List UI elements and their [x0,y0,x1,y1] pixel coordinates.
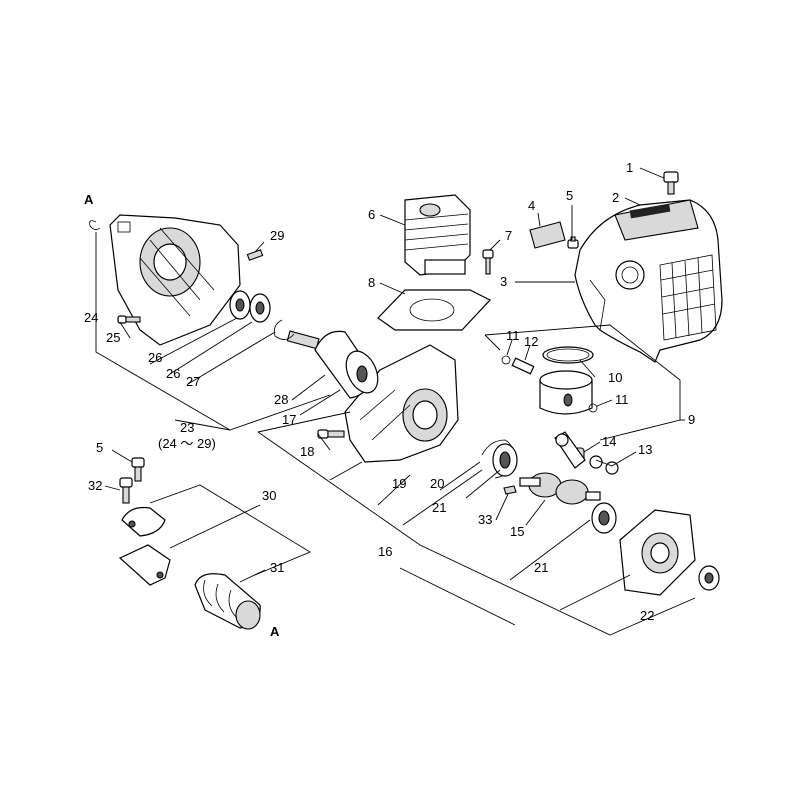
callout-8: 8 [368,275,375,290]
callout-6: 6 [368,207,375,222]
part-30-clamp-lower [118,544,171,586]
reference-a-top: A [84,192,94,207]
part-18-bolt [317,429,345,439]
part-27-circlip [273,319,295,340]
callout-16: 16 [378,544,392,559]
part-31-intake-boot [194,573,261,630]
callout-12: 12 [524,334,538,349]
part-1-screw [663,171,679,195]
callout-24: 24 [84,310,98,325]
callout-11a: 11 [506,328,520,343]
callout-23: 23 [180,420,194,435]
callout-4: 4 [528,198,535,213]
part-2-3-engine-cover [574,199,723,363]
part-32-screw [119,477,133,504]
part-12-piston-pin [511,357,535,375]
part-10-piston-ring [542,346,594,364]
callout-14: 14 [602,434,616,449]
part-6-cylinder [404,194,471,276]
leader-lines [95,167,696,636]
callout-labels: 1 2 3 4 5 6 7 8 9 10 11 11 12 13 14 15 1… [84,160,695,639]
part-29-pin [246,249,264,261]
callout-15: 15 [510,524,524,539]
callout-19: 19 [392,476,406,491]
part-28-flywheel [286,330,379,399]
callout-27: 27 [186,374,200,389]
reference-a-bottom: A [270,624,280,639]
callout-20: 20 [430,476,444,491]
part-11-clip-b [588,403,598,413]
part-5-screw-lower [131,457,145,482]
callout-33: 33 [478,512,492,527]
callout-10: 10 [608,370,622,385]
part-17-crankcase [344,344,459,463]
callout-26a: 26 [148,350,162,365]
part-26-bearing-a [229,290,251,320]
part-7-screw [482,249,494,275]
part-5-screw-upper [567,236,579,249]
callout-7: 7 [505,228,512,243]
callout-22: 22 [640,608,654,623]
callout-30: 30 [262,488,276,503]
part-4-plate [529,221,566,249]
part-21-bearing-left [492,443,518,477]
callout-18: 18 [300,444,314,459]
callout-28: 28 [274,392,288,407]
callout-26b: 26 [166,366,180,381]
callout-17: 17 [282,412,296,427]
part-25-bolt [117,315,141,324]
callout-31: 31 [270,560,284,575]
ref-a-clip [89,220,101,230]
part-24-fan-housing [109,214,241,346]
callout-32: 32 [88,478,102,493]
part-33-key [503,485,517,495]
callout-5a: 5 [566,188,573,203]
callout-25: 25 [106,330,120,345]
callout-5b: 5 [96,440,103,455]
callout-23-range: (24 ～ 29) [158,436,216,451]
part-8-gasket [377,289,491,331]
part-22-crankcase-half [619,509,720,596]
callout-3: 3 [500,274,507,289]
part-11-clip-a [501,355,511,365]
part-30-clamp-upper [121,506,166,537]
callout-11b: 11 [615,392,629,407]
part-26-bearing-b [249,293,271,323]
callout-29: 29 [270,228,284,243]
part-15-crankshaft [519,431,601,505]
callout-2: 2 [612,190,619,205]
part-10-piston [539,370,593,415]
part-21-bearing-right [591,502,617,534]
callout-1: 1 [626,160,633,175]
callout-21b: 21 [534,560,548,575]
callout-21a: 21 [432,500,446,515]
callout-13: 13 [638,442,652,457]
callout-9: 9 [688,412,695,427]
